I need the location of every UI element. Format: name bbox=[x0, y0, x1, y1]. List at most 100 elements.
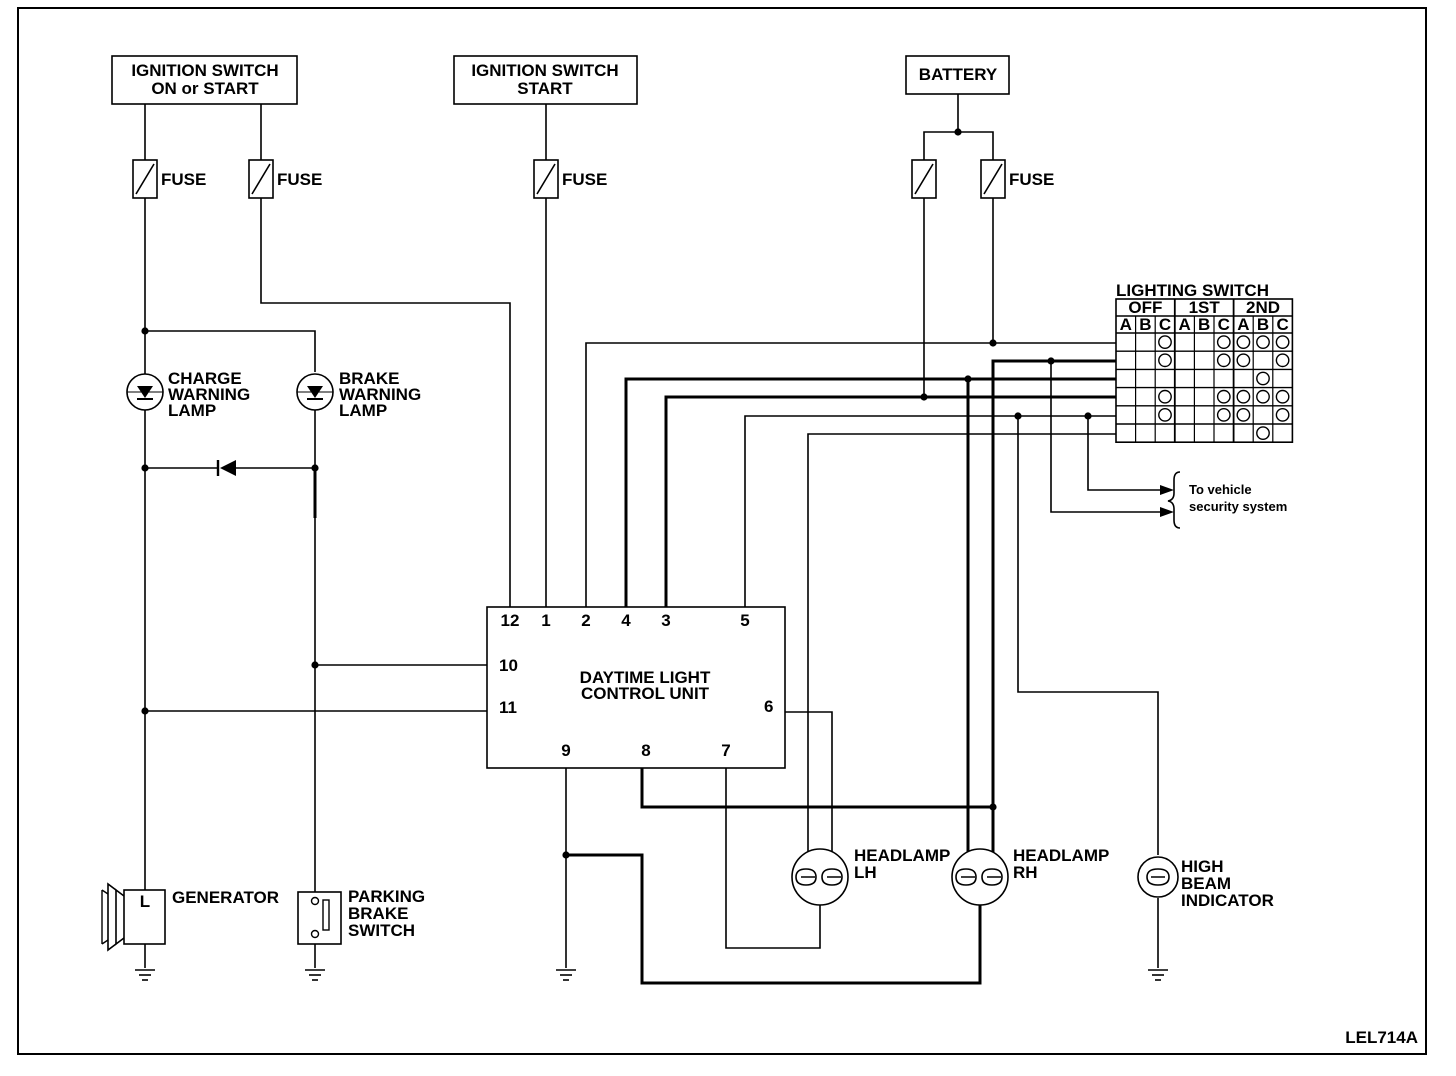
svg-text:7: 7 bbox=[721, 741, 730, 760]
svg-text:RH: RH bbox=[1013, 863, 1038, 882]
svg-text:IGNITION SWITCH: IGNITION SWITCH bbox=[131, 61, 278, 80]
fuse-4 bbox=[911, 159, 937, 199]
switch-connection-icon bbox=[1275, 353, 1290, 368]
svg-text:BRAKE: BRAKE bbox=[339, 369, 399, 388]
svg-text:6: 6 bbox=[764, 697, 773, 716]
switch-contact-label: C bbox=[1159, 315, 1171, 334]
switch-connection-icon bbox=[1236, 389, 1251, 404]
fuse-5: FUSE bbox=[980, 159, 1054, 199]
parking-brake-switch: PARKING BRAKE SWITCH bbox=[297, 887, 425, 945]
fuse-2: FUSE bbox=[248, 159, 322, 199]
svg-text:LAMP: LAMP bbox=[168, 401, 216, 420]
svg-text:SWITCH: SWITCH bbox=[348, 921, 415, 940]
switch-connection-icon bbox=[1236, 407, 1251, 422]
switch-position-label: OFF bbox=[1128, 298, 1162, 317]
svg-text:1: 1 bbox=[541, 611, 550, 630]
charge-warning-lamp: CHARGE WARNING LAMP bbox=[126, 369, 250, 420]
battery-box: BATTERY bbox=[905, 55, 1010, 95]
switch-connection-icon bbox=[1275, 407, 1290, 422]
daytime-light-control-unit: DAYTIME LIGHT CONTROL UNIT 12 1 2 4 3 5 … bbox=[486, 606, 786, 769]
ground-symbols bbox=[134, 969, 1169, 981]
switch-connection-icon bbox=[1158, 353, 1172, 368]
wires bbox=[144, 94, 1160, 985]
svg-text:L: L bbox=[140, 892, 150, 911]
switch-contact-label: B bbox=[1257, 315, 1269, 334]
svg-text:GENERATOR: GENERATOR bbox=[172, 888, 279, 907]
switch-connection-icon bbox=[1275, 335, 1290, 349]
svg-text:FUSE: FUSE bbox=[1009, 170, 1054, 189]
switch-contact-label: A bbox=[1120, 315, 1132, 334]
svg-text:security system: security system bbox=[1189, 499, 1287, 514]
svg-text:ON or START: ON or START bbox=[151, 79, 259, 98]
switch-contact-label: A bbox=[1178, 315, 1190, 334]
svg-text:BEAM: BEAM bbox=[1181, 874, 1231, 893]
switch-connection-icon bbox=[1256, 389, 1270, 404]
svg-text:WARNING: WARNING bbox=[168, 385, 250, 404]
switch-connection-icon bbox=[1256, 426, 1270, 440]
junction-dots bbox=[141, 128, 1092, 902]
switch-connection-icon bbox=[1256, 335, 1270, 349]
headlamp-lh: HEADLAMP LH bbox=[791, 846, 950, 906]
switch-connection-icon bbox=[1216, 407, 1231, 422]
svg-text:LIGHTING SWITCH: LIGHTING SWITCH bbox=[1116, 281, 1269, 300]
svg-text:FUSE: FUSE bbox=[562, 170, 607, 189]
switch-connection-icon bbox=[1216, 353, 1231, 368]
switch-connection-icon bbox=[1216, 389, 1231, 404]
generator: L GENERATOR bbox=[101, 882, 279, 952]
switch-connection-icon bbox=[1158, 407, 1172, 422]
svg-text:FUSE: FUSE bbox=[161, 170, 206, 189]
svg-text:4: 4 bbox=[621, 611, 631, 630]
svg-text:To vehicle: To vehicle bbox=[1189, 482, 1252, 497]
brake-warning-lamp: BRAKE WARNING LAMP bbox=[296, 369, 421, 420]
svg-text:CONTROL UNIT: CONTROL UNIT bbox=[581, 684, 710, 703]
svg-text:8: 8 bbox=[641, 741, 650, 760]
svg-text:5: 5 bbox=[740, 611, 749, 630]
switch-position-label: 2ND bbox=[1246, 298, 1280, 317]
security-system-note: To vehicle security system bbox=[1160, 471, 1287, 529]
svg-text:HIGH: HIGH bbox=[1181, 857, 1224, 876]
switch-connection-icon bbox=[1236, 335, 1251, 349]
svg-text:2: 2 bbox=[581, 611, 590, 630]
svg-text:FUSE: FUSE bbox=[277, 170, 322, 189]
switch-position-label: 1ST bbox=[1189, 298, 1221, 317]
svg-text:BATTERY: BATTERY bbox=[919, 65, 998, 84]
fuse-1: FUSE bbox=[132, 159, 206, 199]
svg-text:IGNITION SWITCH: IGNITION SWITCH bbox=[471, 61, 618, 80]
switch-connection-icon bbox=[1275, 389, 1290, 404]
diode-icon bbox=[216, 460, 236, 476]
switch-connection-icon bbox=[1158, 335, 1172, 349]
headlamp-rh: HEADLAMP RH bbox=[951, 846, 1109, 906]
svg-text:3: 3 bbox=[661, 611, 670, 630]
svg-text:12: 12 bbox=[501, 611, 520, 630]
figure-code: LEL714A bbox=[1345, 1028, 1418, 1047]
svg-text:LAMP: LAMP bbox=[339, 401, 387, 420]
switch-contact-label: C bbox=[1218, 315, 1230, 334]
fuse-3: FUSE bbox=[533, 159, 607, 199]
svg-text:BRAKE: BRAKE bbox=[348, 904, 408, 923]
switch-connection-icon bbox=[1256, 371, 1270, 386]
svg-text:WARNING: WARNING bbox=[339, 385, 421, 404]
svg-text:11: 11 bbox=[499, 698, 517, 717]
svg-text:START: START bbox=[517, 79, 573, 98]
svg-text:9: 9 bbox=[561, 741, 570, 760]
svg-text:HEADLAMP: HEADLAMP bbox=[854, 846, 950, 865]
switch-contact-label: A bbox=[1237, 315, 1249, 334]
svg-text:10: 10 bbox=[499, 656, 518, 675]
svg-text:DAYTIME LIGHT: DAYTIME LIGHT bbox=[580, 668, 711, 687]
svg-text:INDICATOR: INDICATOR bbox=[1181, 891, 1274, 910]
svg-text:LH: LH bbox=[854, 863, 877, 882]
svg-text:CHARGE: CHARGE bbox=[168, 369, 242, 388]
svg-text:HEADLAMP: HEADLAMP bbox=[1013, 846, 1109, 865]
switch-contact-label: B bbox=[1198, 315, 1210, 334]
switch-connection-icon bbox=[1158, 389, 1172, 404]
svg-text:PARKING: PARKING bbox=[348, 887, 425, 906]
switch-contact-label: C bbox=[1276, 315, 1288, 334]
switch-connection-icon bbox=[1236, 353, 1251, 368]
switch-contact-label: B bbox=[1139, 315, 1151, 334]
ignition-on-start-box: IGNITION SWITCH ON or START bbox=[111, 55, 298, 105]
diagram-frame bbox=[17, 7, 1427, 1055]
ignition-start-box: IGNITION SWITCH START bbox=[453, 55, 638, 105]
